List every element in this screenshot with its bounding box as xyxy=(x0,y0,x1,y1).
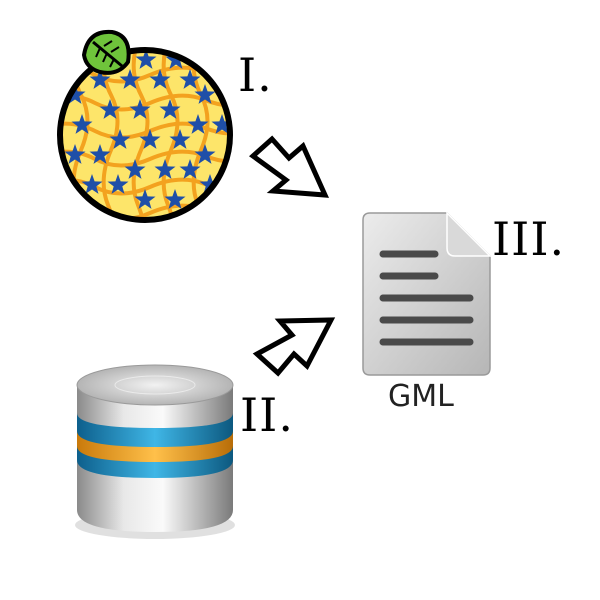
arrow-icon xyxy=(252,317,336,377)
star-icon xyxy=(194,84,216,104)
star-icon xyxy=(129,99,151,119)
star-icon xyxy=(81,174,103,194)
star-icon xyxy=(154,159,176,179)
gml-document-icon xyxy=(362,211,492,376)
star-icon xyxy=(179,69,201,89)
arrow-icon xyxy=(249,135,330,198)
star-icon xyxy=(199,174,221,194)
star-icon xyxy=(164,189,186,209)
star-icon xyxy=(89,144,111,164)
star-icon xyxy=(124,159,146,179)
star-icon xyxy=(64,144,86,164)
star-icon xyxy=(99,99,121,119)
star-icon xyxy=(159,99,181,119)
document-text-lines xyxy=(379,250,474,346)
star-icon xyxy=(107,174,129,194)
star-icon xyxy=(135,50,157,69)
star-icon xyxy=(71,114,93,134)
star-icon xyxy=(119,69,141,89)
star-icon xyxy=(134,189,156,209)
step-two-label: II. xyxy=(240,388,294,442)
star-icon xyxy=(179,159,201,179)
star-icon xyxy=(64,84,86,104)
star-icon xyxy=(89,69,111,89)
star-icon xyxy=(187,114,209,134)
step-three-label: III. xyxy=(492,212,566,266)
star-icon xyxy=(169,129,191,149)
star-icon xyxy=(139,129,161,149)
gml-format-label: GML xyxy=(388,379,454,414)
star-icon xyxy=(149,69,171,89)
star-icon xyxy=(194,144,216,164)
database-icon xyxy=(75,364,235,539)
star-icon xyxy=(109,129,131,149)
star-icon xyxy=(211,114,230,134)
geopackage-melon-icon xyxy=(57,29,233,223)
leaf-icon xyxy=(81,29,131,75)
step-one-label: I. xyxy=(238,48,273,102)
